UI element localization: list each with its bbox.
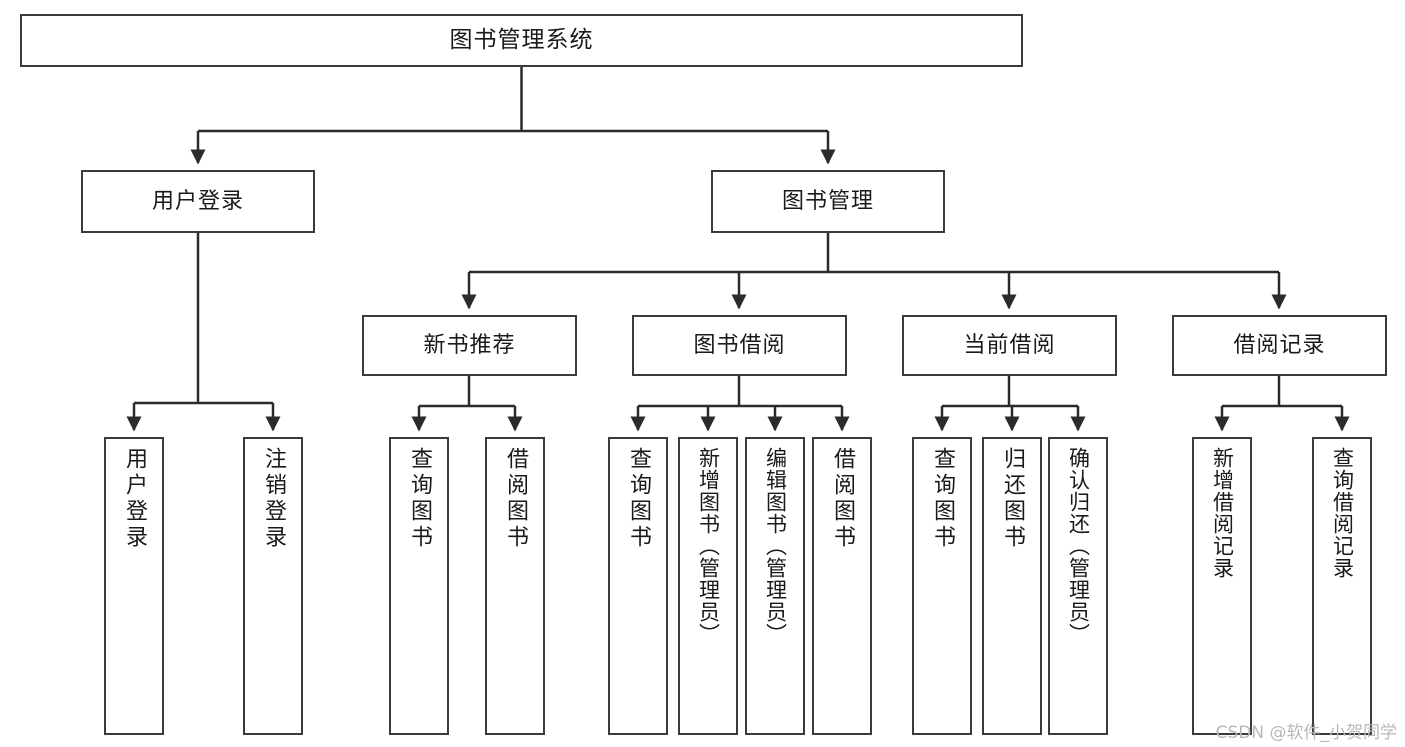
node-book-borrow[interactable]: 图书借阅 [632,315,847,376]
node-label: 用户登录 [151,188,244,214]
node-label: 新增借阅记录 [1210,447,1235,579]
node-label: 当前借阅 [963,332,1056,358]
leaf-return-book[interactable]: 归还图书 [982,437,1042,735]
leaf-borrow-book-borrow[interactable]: 借阅图书 [812,437,872,735]
node-root-system[interactable]: 图书管理系统 [20,14,1023,67]
leaf-query-borrow-record[interactable]: 查询借阅记录 [1312,437,1372,735]
leaf-add-borrow-record[interactable]: 新增借阅记录 [1192,437,1252,735]
leaf-logout[interactable]: 注销登录 [243,437,303,735]
leaf-edit-book-admin[interactable]: 编辑图书（管理员） [745,437,805,735]
node-label: 用户登录 [122,447,147,551]
node-label: 查询图书 [930,447,955,551]
node-label: 新增图书（管理员） [696,447,721,645]
node-label: 图书借阅 [693,332,786,358]
node-label: 借阅记录 [1233,332,1326,358]
node-label: 借阅图书 [503,447,528,551]
node-label: 新书推荐 [423,332,516,358]
node-current-borrow[interactable]: 当前借阅 [902,315,1117,376]
leaf-borrow-book-newbook[interactable]: 借阅图书 [485,437,545,735]
leaf-user-login[interactable]: 用户登录 [104,437,164,735]
node-label: 注销登录 [261,447,286,551]
leaf-confirm-return-admin[interactable]: 确认归还（管理员） [1048,437,1108,735]
node-label: 查询图书 [626,447,651,551]
leaf-query-book-newbook[interactable]: 查询图书 [389,437,449,735]
node-label: 归还图书 [1000,447,1025,551]
node-new-book-recommend[interactable]: 新书推荐 [362,315,577,376]
node-label: 图书管理 [781,188,874,214]
node-label: 借阅图书 [830,447,855,551]
node-label: 编辑图书（管理员） [763,447,788,645]
leaf-add-book-admin[interactable]: 新增图书（管理员） [678,437,738,735]
node-label: 图书管理系统 [449,27,594,54]
node-borrow-record[interactable]: 借阅记录 [1172,315,1387,376]
leaf-query-book-borrow[interactable]: 查询图书 [608,437,668,735]
node-book-management[interactable]: 图书管理 [711,170,945,233]
csdn-watermark: CSDN @软件_小贺同学 [1215,723,1397,743]
node-label: 查询借阅记录 [1330,447,1355,579]
node-label: 查询图书 [407,447,432,551]
node-label: 确认归还（管理员） [1066,447,1091,645]
node-user-login[interactable]: 用户登录 [81,170,315,233]
leaf-query-book-current[interactable]: 查询图书 [912,437,972,735]
